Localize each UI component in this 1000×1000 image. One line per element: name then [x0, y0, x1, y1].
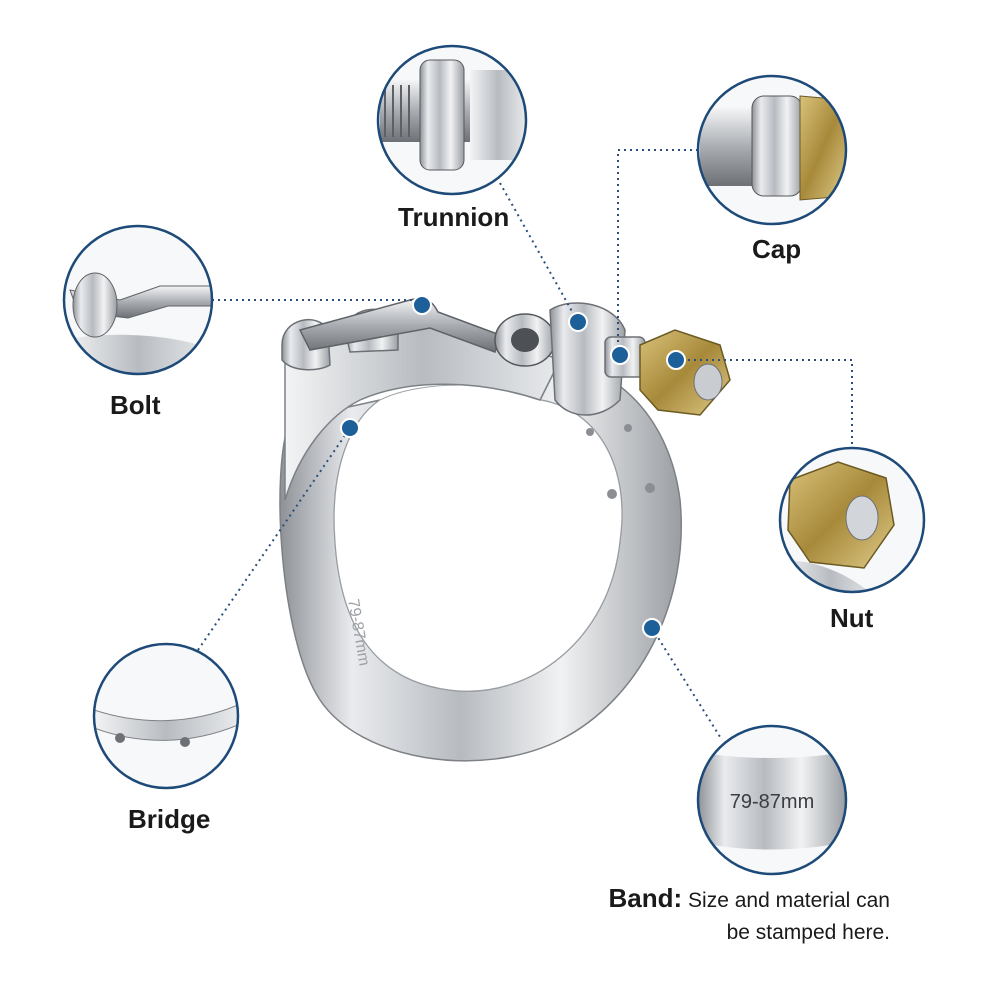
leader-nut	[676, 359, 853, 448]
rivets	[586, 424, 655, 499]
band-stamp-text: 79-87mm	[730, 791, 814, 813]
callout-trunnion	[376, 44, 528, 196]
leader-lines	[197, 149, 853, 741]
marker-dot-bolt	[412, 295, 432, 315]
callout-bridge	[92, 642, 240, 790]
callout-cap	[696, 74, 848, 226]
trunnion-hole	[511, 328, 539, 352]
marker-dot-trunnion	[568, 312, 588, 332]
callout-band: 79-87mm	[696, 724, 848, 876]
label-bridge: Bridge	[128, 804, 211, 834]
leader-trunnion	[499, 182, 579, 323]
label-trunnion: Trunnion	[398, 202, 510, 232]
label-nut: Nut	[830, 603, 874, 633]
band-desc-line1: Size and material can	[688, 889, 890, 912]
leader-cap	[617, 149, 698, 355]
label-bolt: Bolt	[110, 390, 161, 420]
leader-band	[651, 627, 723, 741]
clamp-main-image: 79-87mm	[279, 297, 731, 762]
marker-dot-cap	[610, 345, 630, 365]
callout-bolt	[62, 224, 214, 376]
label-band: Band:	[608, 883, 683, 913]
marker-dot-bridge	[340, 418, 360, 438]
band-desc-line2: be stamped here.	[726, 921, 890, 944]
callout-nut	[778, 446, 926, 594]
bolt-body	[298, 297, 501, 353]
marker-dot-band	[642, 618, 662, 638]
band-caption: Band: Size and material can be stamped h…	[600, 882, 890, 949]
label-cap: Cap	[752, 234, 802, 264]
nut-bolt-end	[693, 363, 723, 401]
marker-dots	[340, 295, 686, 638]
strap-housing	[549, 302, 626, 416]
marker-dot-nut	[666, 350, 686, 370]
